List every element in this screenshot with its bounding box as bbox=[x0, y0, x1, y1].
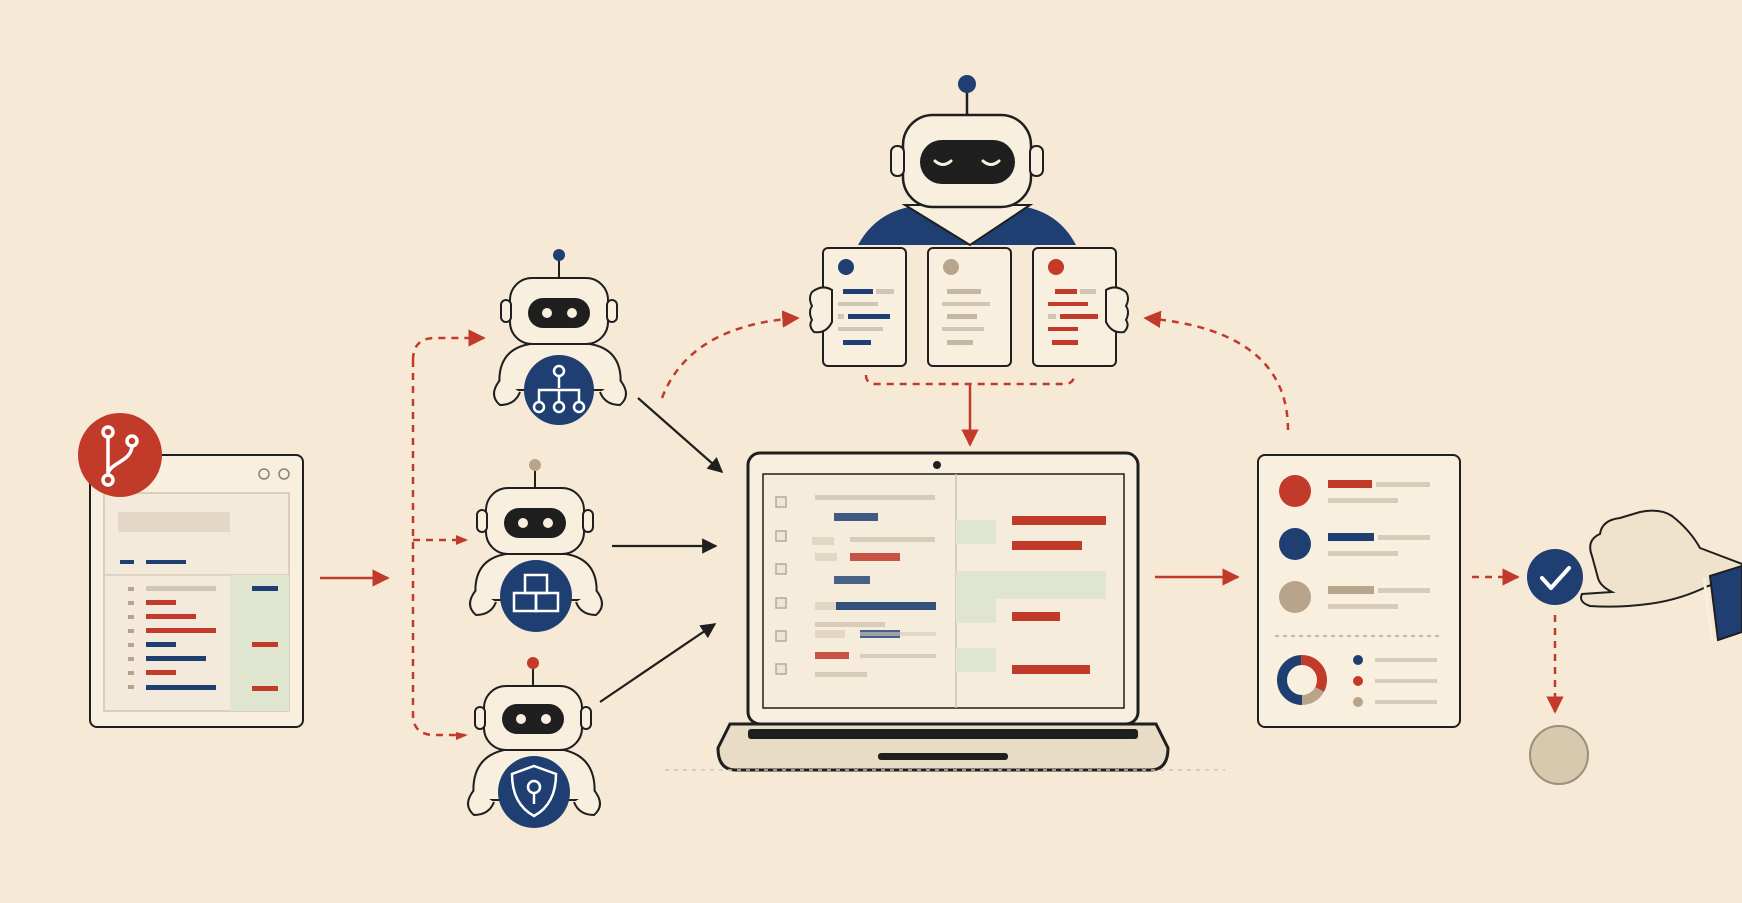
git-branch-icon bbox=[78, 413, 162, 497]
summary-report-card bbox=[1257, 454, 1461, 728]
hierarchy-icon bbox=[524, 355, 594, 425]
circle-icon bbox=[1529, 725, 1589, 785]
cards-merge-connector bbox=[864, 374, 1076, 447]
check-icon bbox=[1527, 549, 1583, 605]
pull-request-window bbox=[89, 454, 304, 728]
review-card-modules bbox=[927, 247, 1012, 367]
arrow-to-lead-reviewer bbox=[660, 310, 800, 399]
blocks-icon bbox=[500, 560, 572, 632]
branch-connectors bbox=[411, 329, 486, 737]
review-card-security bbox=[1032, 247, 1117, 367]
review-card-architecture bbox=[822, 247, 907, 367]
human-hand bbox=[1580, 509, 1742, 642]
arrow-report-to-lead bbox=[1143, 310, 1290, 431]
laptop-code-view bbox=[665, 451, 1225, 772]
reviewers-to-laptop-arrows bbox=[599, 397, 724, 703]
shield-lock-icon bbox=[498, 756, 570, 828]
lead-robot-hands bbox=[809, 286, 1129, 334]
lead-reviewer-robot bbox=[858, 75, 1076, 247]
